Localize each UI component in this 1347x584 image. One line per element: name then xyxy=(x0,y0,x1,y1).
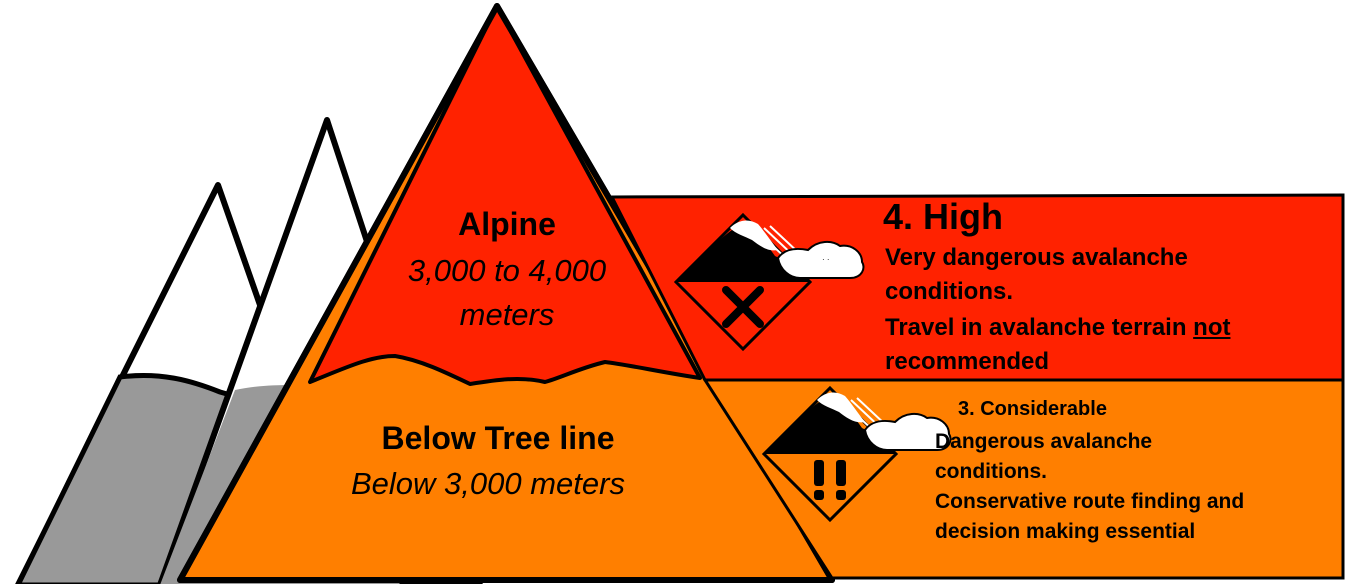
considerable-danger-line1: Dangerous avalanche xyxy=(935,427,1152,457)
high-danger-line4: recommended xyxy=(885,345,1049,379)
high-danger-title: 4. High xyxy=(883,196,1003,238)
below-tree-line-zone-name: Below Tree line xyxy=(338,420,658,457)
alpine-zone-range-line1: 3,000 to 4,000 xyxy=(362,249,652,293)
high-danger-line2: conditions. xyxy=(885,275,1013,309)
alpine-zone-name: Alpine xyxy=(397,206,617,243)
below-tree-line-zone-range: Below 3,000 meters xyxy=(308,462,668,506)
considerable-danger-line2: conditions. xyxy=(935,457,1047,487)
svg-text:· ·: · · xyxy=(822,255,830,264)
considerable-danger-line3: Conservative route finding and xyxy=(935,487,1244,517)
considerable-danger-line4: decision making essential xyxy=(935,517,1195,547)
exclamation-mark-1-icon xyxy=(814,460,824,486)
high-danger-line3-text: Travel in avalanche terrain xyxy=(885,314,1193,341)
alpine-zone-range-line2: meters xyxy=(362,293,652,337)
high-danger-line3: Travel in avalanche terrain not xyxy=(885,311,1230,345)
high-danger-line1: Very dangerous avalanche xyxy=(885,241,1188,275)
exclamation-mark-2-icon xyxy=(836,460,846,486)
high-danger-not-emphasis: not xyxy=(1193,314,1230,341)
considerable-danger-title: 3. Considerable xyxy=(958,398,1107,421)
